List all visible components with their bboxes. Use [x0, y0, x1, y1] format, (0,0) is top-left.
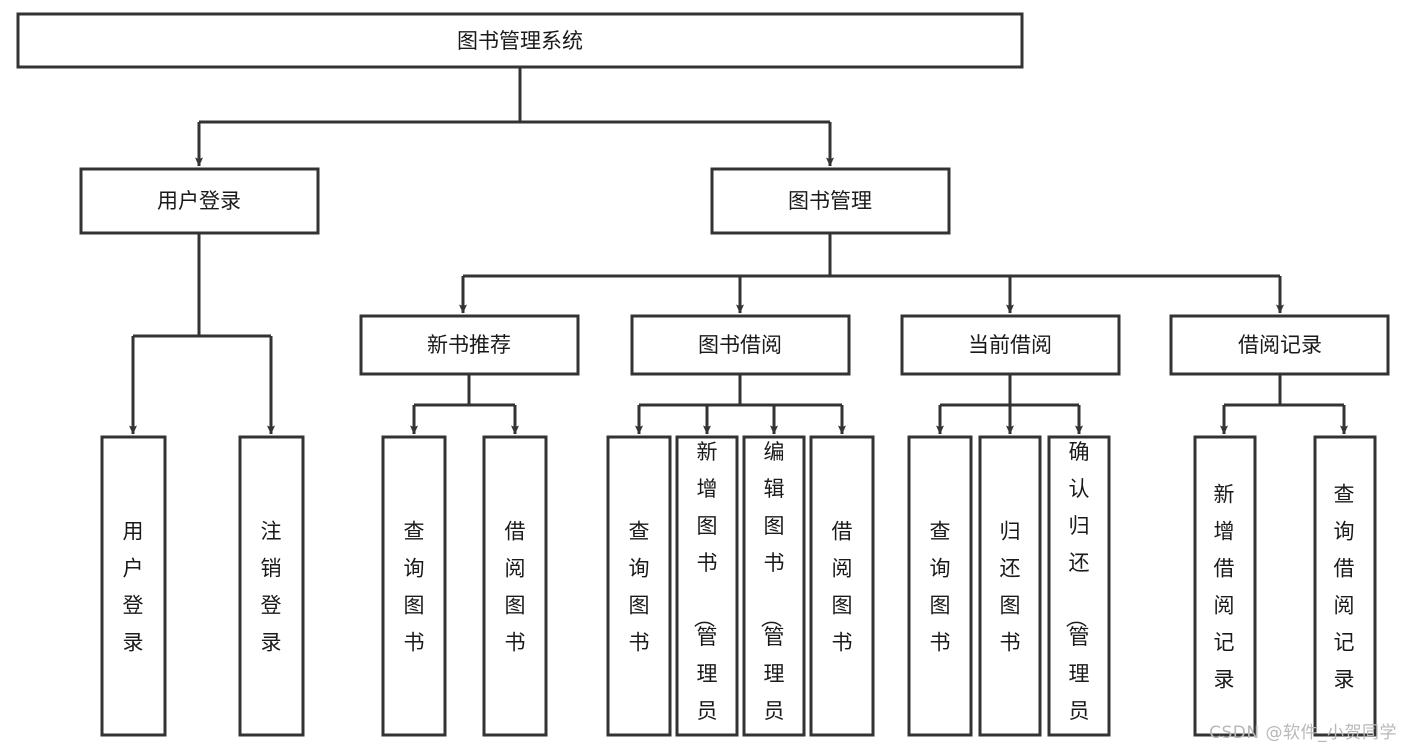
node-leaf-query-book-2[interactable]: 查询图书 [606, 435, 672, 737]
csdn-watermark: CSDN @软件_小贺同学 [1209, 723, 1397, 743]
node-leaf-user-login[interactable]: 用户登录 [100, 435, 167, 737]
node-book-borrow-box [630, 314, 851, 376]
node-user-login-box [79, 167, 320, 235]
node-leaf-edit-book-box [742, 435, 806, 737]
node-leaf-add-record-label: 新增借阅记录 [1214, 483, 1235, 692]
node-root[interactable]: 图书管理系统 [16, 12, 1024, 69]
node-leaf-query-book-3-box [907, 435, 973, 737]
node-leaf-query-record-box [1313, 435, 1377, 737]
node-leaf-logout-login-label: 注销登录 [261, 520, 282, 655]
node-leaf-return-book[interactable]: 归还图书 [978, 435, 1042, 737]
node-leaf-return-book-box [978, 435, 1042, 737]
node-leaf-return-book-label: 归还图书 [1000, 520, 1021, 655]
node-book-manage[interactable]: 图书管理 [710, 167, 951, 235]
node-leaf-confirm-return-label: 确认归还（管理员） [1064, 440, 1090, 747]
node-leaf-add-record[interactable]: 新增借阅记录 [1193, 435, 1257, 737]
node-current-borrow[interactable]: 当前借阅 [900, 314, 1121, 376]
node-leaf-logout-login[interactable]: 注销登录 [238, 435, 305, 737]
node-borrow-record[interactable]: 借阅记录 [1169, 314, 1390, 376]
node-leaf-add-book-box [675, 435, 739, 737]
node-leaf-logout-login-box [238, 435, 305, 737]
node-leaf-edit-book-label: 编辑图书（管理员） [759, 440, 785, 747]
node-book-borrow[interactable]: 图书借阅 [630, 314, 851, 376]
node-leaf-borrow-book-1-label: 借阅图书 [505, 520, 526, 655]
node-root-box [16, 12, 1024, 69]
node-current-borrow-box [900, 314, 1121, 376]
node-user-login-label: 用户登录 [157, 189, 241, 213]
node-leaf-query-book-2-label: 查询图书 [629, 520, 650, 655]
node-leaf-edit-book[interactable]: 编辑图书（管理员） [742, 435, 806, 747]
node-borrow-record-box [1169, 314, 1390, 376]
node-borrow-record-label: 借阅记录 [1238, 333, 1322, 357]
node-leaf-borrow-book-2-label: 借阅图书 [832, 520, 853, 655]
node-leaf-borrow-book-1-box [482, 435, 548, 737]
node-new-book-recommend[interactable]: 新书推荐 [359, 314, 580, 376]
node-leaf-query-book-1[interactable]: 查询图书 [381, 435, 447, 737]
node-leaf-add-book[interactable]: 新增图书（管理员） [675, 435, 739, 747]
connector-lines [129, 67, 1348, 435]
node-leaf-query-book-1-box [381, 435, 447, 737]
node-current-borrow-label: 当前借阅 [968, 333, 1052, 357]
node-leaf-user-login-box [100, 435, 167, 737]
node-leaf-query-book-3[interactable]: 查询图书 [907, 435, 973, 737]
node-leaf-borrow-book-2[interactable]: 借阅图书 [809, 435, 875, 737]
node-new-book-recommend-label: 新书推荐 [427, 333, 511, 357]
node-leaf-confirm-return-box [1047, 435, 1111, 737]
node-user-login[interactable]: 用户登录 [79, 167, 320, 235]
node-leaf-add-book-label: 新增图书（管理员） [692, 440, 718, 747]
node-leaf-query-book-3-label: 查询图书 [930, 520, 951, 655]
node-book-manage-box [710, 167, 951, 235]
node-leaf-borrow-book-2-box [809, 435, 875, 737]
node-leaf-query-book-1-label: 查询图书 [404, 520, 425, 655]
node-leaf-user-login-label: 用户登录 [123, 520, 144, 655]
node-book-manage-label: 图书管理 [788, 189, 872, 213]
node-new-book-recommend-box [359, 314, 580, 376]
node-leaf-confirm-return[interactable]: 确认归还（管理员） [1047, 435, 1111, 747]
node-leaf-query-book-2-box [606, 435, 672, 737]
node-book-borrow-label: 图书借阅 [698, 333, 782, 357]
node-leaf-query-record-label: 查询借阅记录 [1334, 483, 1355, 692]
node-leaf-query-record[interactable]: 查询借阅记录 [1313, 435, 1377, 737]
node-leaf-add-record-box [1193, 435, 1257, 737]
node-root-label: 图书管理系统 [457, 29, 583, 53]
node-leaf-borrow-book-1[interactable]: 借阅图书 [482, 435, 548, 737]
